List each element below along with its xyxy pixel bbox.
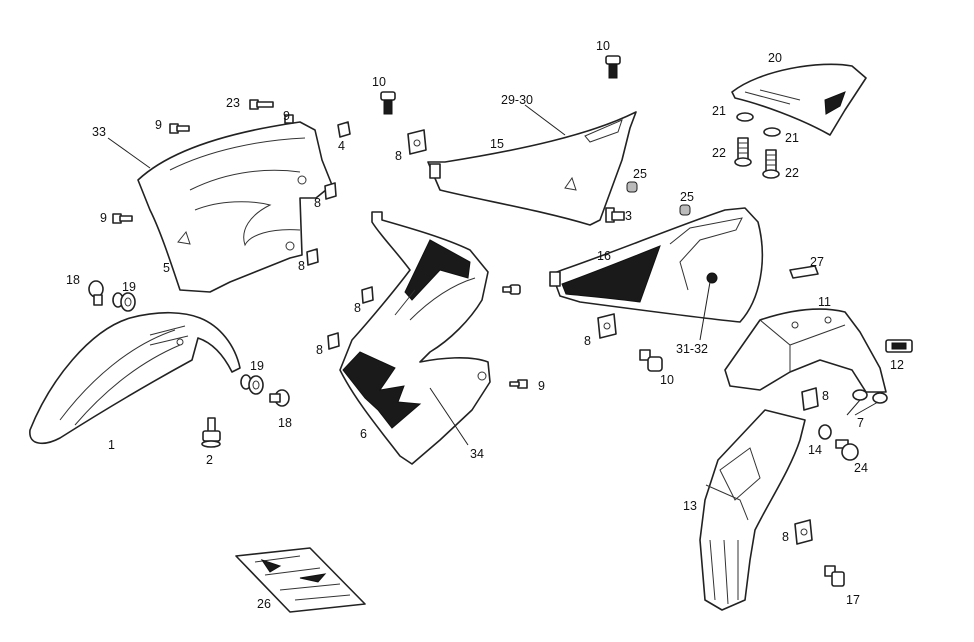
pad-27 — [789, 265, 819, 279]
bolt-24 — [835, 439, 859, 461]
label-9-c: 9 — [283, 109, 290, 123]
label-5: 5 — [163, 261, 170, 275]
label-18-b: 18 — [278, 416, 292, 430]
right-radiator-shroud — [339, 211, 491, 465]
clip-4 — [337, 121, 351, 138]
label-8-h: 8 — [782, 530, 789, 544]
label-15: 15 — [490, 137, 504, 151]
label-31-32: 31-32 — [676, 342, 708, 356]
label-13: 13 — [683, 499, 697, 513]
washers-7 — [852, 389, 888, 404]
label-11: 11 — [818, 295, 831, 309]
label-16: 16 — [597, 249, 611, 263]
decal-sheet-26 — [235, 547, 366, 613]
label-2: 2 — [206, 453, 213, 467]
label-6: 6 — [360, 427, 367, 441]
clip-8-shroud-b — [306, 248, 319, 266]
screw-9-a — [169, 123, 190, 134]
tail-piece-20 — [731, 63, 867, 136]
label-21-b: 21 — [785, 131, 799, 145]
screw-mid — [502, 284, 521, 295]
screw-9-b — [112, 213, 133, 224]
screw-3 — [605, 207, 625, 223]
screw-10-top-right — [605, 55, 621, 79]
washer-21-b — [763, 127, 781, 137]
clip-8-plate-11 — [801, 387, 819, 411]
rear-side-panel-16 — [549, 207, 764, 323]
label-8-e: 8 — [316, 343, 323, 357]
screw-9-c — [284, 114, 294, 124]
screw-10-top-left — [380, 91, 396, 115]
label-25-b: 25 — [680, 190, 694, 204]
label-12: 12 — [890, 358, 904, 372]
bolt-22-a — [734, 137, 752, 167]
label-4: 4 — [338, 139, 345, 153]
clip-8-shroud-a — [324, 182, 337, 200]
label-9-b: 9 — [100, 211, 107, 225]
label-17: 17 — [846, 593, 860, 607]
front-fender — [29, 311, 241, 445]
label-22-a: 22 — [712, 146, 726, 160]
label-9-d: 9 — [538, 379, 545, 393]
washer-14 — [818, 424, 832, 440]
part-labels: 1 2 3 4 5 6 7 8 8 8 8 8 8 8 8 9 9 9 9 10… — [66, 39, 904, 611]
label-8-b: 8 — [314, 196, 321, 210]
bolt-18-left — [88, 280, 104, 306]
label-19-a: 19 — [122, 280, 136, 294]
side-panel-15 — [427, 111, 637, 226]
label-34: 34 — [470, 447, 484, 461]
label-27: 27 — [810, 255, 824, 269]
label-10-b: 10 — [596, 39, 610, 53]
washer-19-right — [240, 374, 264, 395]
clip-8-plate-16 — [597, 313, 617, 339]
leader-lines — [107, 104, 879, 446]
rear-fender-11 — [724, 308, 887, 393]
clip-8-mid-b — [327, 332, 340, 350]
clip-8-plate-top — [407, 129, 427, 155]
bolt-22-b — [762, 149, 780, 179]
label-22-b: 22 — [785, 166, 799, 180]
label-1: 1 — [108, 438, 115, 452]
label-8-d: 8 — [354, 301, 361, 315]
screw-9-d — [509, 379, 528, 389]
grommet-25-a — [626, 181, 638, 193]
mud-flap-13 — [699, 409, 806, 611]
label-7: 7 — [857, 416, 864, 430]
label-26: 26 — [257, 597, 271, 611]
washer-21-a — [736, 112, 754, 122]
screw-2 — [201, 417, 221, 448]
label-20: 20 — [768, 51, 782, 65]
label-8-a: 8 — [395, 149, 402, 163]
label-19-b: 19 — [250, 359, 264, 373]
label-18-a: 18 — [66, 273, 80, 287]
screw-23 — [249, 99, 274, 110]
label-29-30: 29-30 — [501, 93, 533, 107]
screw-10-lower — [639, 349, 663, 372]
label-23: 23 — [226, 96, 240, 110]
label-14: 14 — [808, 443, 822, 457]
label-8-f: 8 — [584, 334, 591, 348]
left-radiator-shroud — [137, 121, 333, 293]
label-10-a: 10 — [372, 75, 386, 89]
bolt-18-right — [269, 389, 290, 407]
label-33: 33 — [92, 125, 106, 139]
grommet-25-b — [679, 204, 691, 216]
label-8-c: 8 — [298, 259, 305, 273]
label-25-a: 25 — [633, 167, 647, 181]
label-24: 24 — [854, 461, 868, 475]
reflector-12 — [885, 339, 913, 353]
label-10-c: 10 — [660, 373, 674, 387]
label-9-a: 9 — [155, 118, 162, 132]
clip-8-mid-a — [361, 286, 374, 304]
clip-8-plate-13 — [794, 519, 813, 545]
label-8-g: 8 — [822, 389, 829, 403]
label-21-a: 21 — [712, 104, 726, 118]
bolt-17 — [824, 565, 845, 587]
washer-19-left — [112, 292, 136, 312]
label-3: 3 — [625, 209, 632, 223]
